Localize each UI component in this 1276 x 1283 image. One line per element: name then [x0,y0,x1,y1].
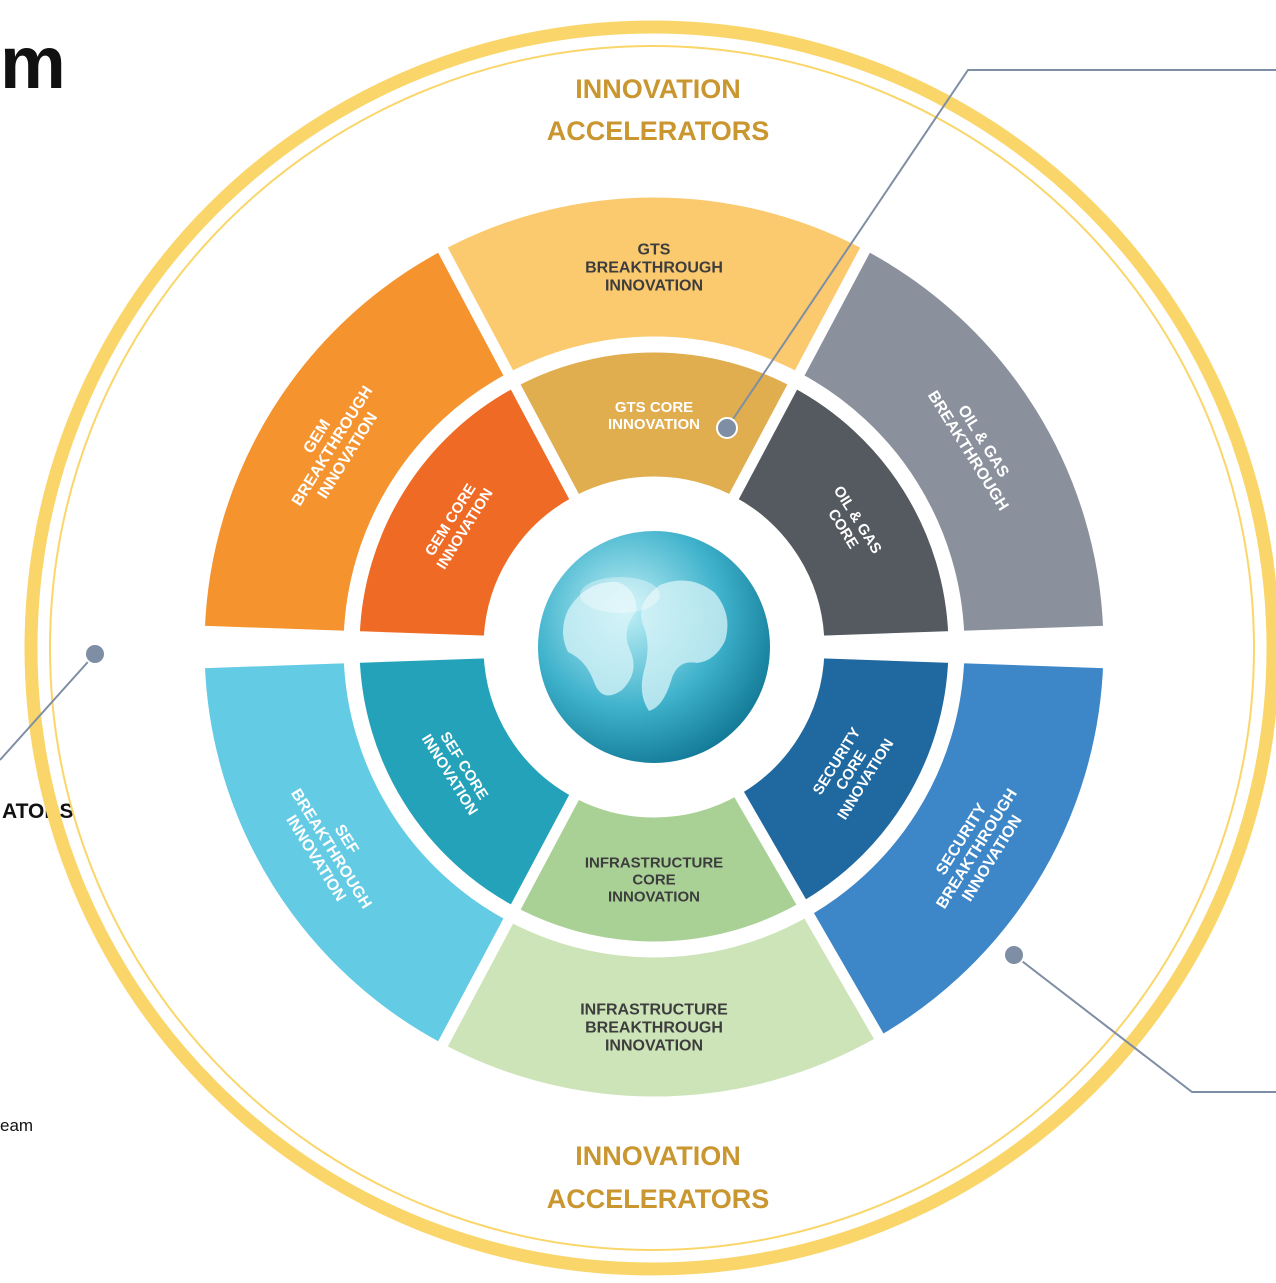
team-text-fragment: eam [0,1116,34,1135]
segment-label-line: GTS [638,242,671,259]
segment-label-line: INNOVATION [608,416,700,433]
bottom-label-line-2: ACCELERATORS [547,1184,770,1214]
outer-gold-ring [24,20,1276,1276]
segment-label-line: BREAKTHROUGH [585,1020,723,1037]
callout-connector-top [716,69,1276,439]
globe-icon [538,531,770,763]
bottom-label-line-1: INNOVATION [575,1141,741,1171]
segment-shape [348,374,584,647]
segment-label-line: INNOVATION [608,888,700,905]
segment-label-line: INNOVATION [605,278,703,295]
segment-label-line: BREAKTHROUGH [585,260,723,277]
segment-shape [724,374,960,647]
segment-label-line: INNOVATION [605,1038,703,1055]
segment-shape [348,647,584,920]
top-label-line-2: ACCELERATORS [547,116,770,146]
segment-label-line: INFRASTRUCTURE [580,1002,728,1019]
top-label-line-1: INNOVATION [575,74,741,104]
segment-label-line: INFRASTRUCTURE [585,854,723,871]
callout-connector-left [0,643,106,761]
segment-label-line: CORE [632,871,675,888]
title-fragment: m [0,21,67,104]
callout-connector-bottom-right [1003,944,1276,1093]
segment-label-line: GTS CORE [615,399,693,416]
inner-gold-ring [49,45,1255,1251]
